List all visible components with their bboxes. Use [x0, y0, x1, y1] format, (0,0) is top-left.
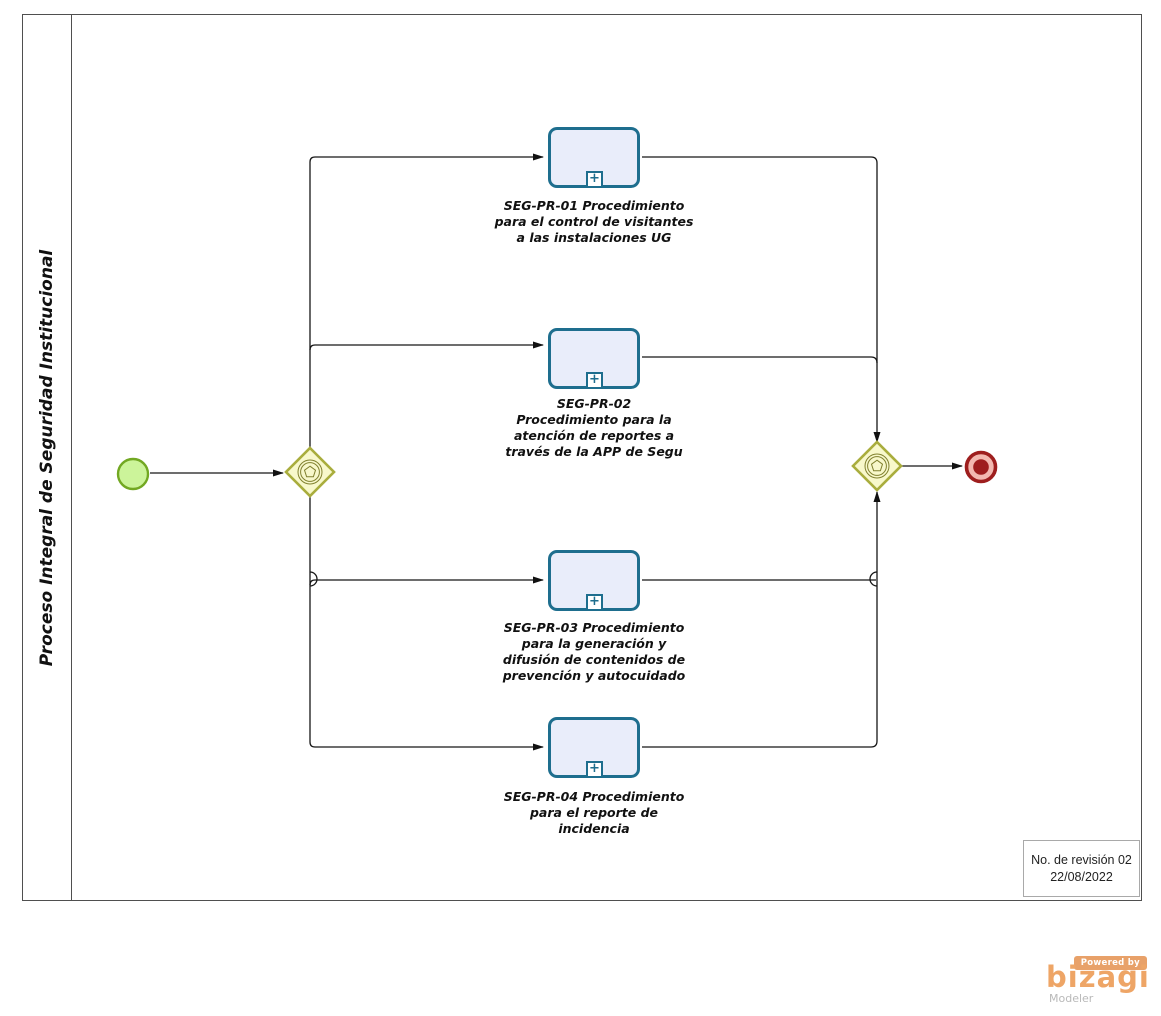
subprocess-seg-pr-02[interactable]: + [548, 328, 640, 389]
flow-subprocess-04-to-merge [642, 491, 881, 748]
subprocess-seg-pr-01[interactable]: + [548, 127, 640, 188]
end-event[interactable] [964, 450, 998, 484]
bizagi-logo: Powered by bizagi Modeler [1046, 956, 1150, 1008]
flow-junction-hop-right [869, 571, 878, 587]
subprocess-label-02: SEG-PR-02 Procedimiento para la atención… [505, 396, 683, 459]
subprocess-label-04: SEG-PR-04 Procedimiento para el reporte … [503, 789, 685, 836]
subprocess-seg-pr-03[interactable]: + [548, 550, 640, 611]
revision-note: No. de revisión 02 22/08/2022 [1023, 840, 1140, 897]
modeler-label: Modeler [1049, 992, 1094, 1005]
flow-split-to-subprocess-03 [309, 576, 544, 586]
end-event-core [973, 459, 989, 475]
flow-split-to-subprocess-04 [309, 496, 544, 751]
flow-split-to-subprocess-02 [309, 341, 544, 351]
revision-date: 22/08/2022 [1050, 870, 1113, 884]
gateway-diamond [284, 446, 336, 498]
flow-junction-hop-left [309, 571, 318, 587]
flow-split-to-subprocess-01 [309, 153, 544, 447]
powered-by-badge: Powered by [1073, 956, 1147, 970]
subprocess-plus-icon[interactable]: + [586, 594, 603, 611]
start-event[interactable] [116, 457, 150, 491]
event-gateway-split[interactable] [284, 446, 336, 498]
flow-subprocess-01-to-merge [642, 156, 881, 443]
event-gateway-icon [297, 459, 323, 485]
event-gateway-merge[interactable] [851, 440, 903, 492]
flow-subprocess-02-to-merge [642, 356, 878, 364]
subprocess-label-03: SEG-PR-03 Procedimiento para la generaci… [502, 620, 686, 683]
subprocess-plus-icon[interactable]: + [586, 171, 603, 188]
subprocess-plus-icon[interactable]: + [586, 372, 603, 389]
bizagi-wordmark: bizagi [1046, 960, 1150, 994]
event-gateway-icon [864, 453, 890, 479]
subprocess-label-01: SEG-PR-01 Procedimiento para el control … [494, 198, 694, 245]
subprocess-plus-icon[interactable]: + [586, 761, 603, 778]
process-lane [23, 15, 72, 900]
gateway-diamond [851, 440, 903, 492]
revision-number: No. de revisión 02 [1031, 853, 1132, 867]
subprocess-seg-pr-04[interactable]: + [548, 717, 640, 778]
